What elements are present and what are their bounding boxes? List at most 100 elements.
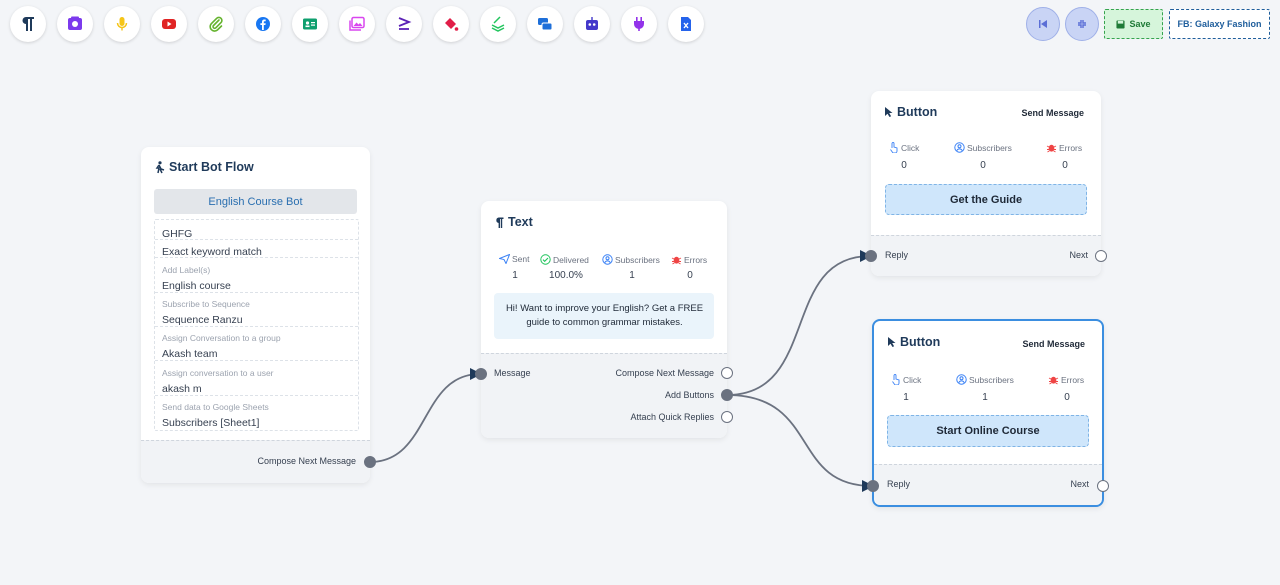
message-input-label: Message: [494, 368, 531, 378]
start-output-handle[interactable]: [364, 456, 376, 468]
subscribers-stat-label: Subscribers: [602, 254, 660, 265]
reply-label: Reply: [887, 479, 911, 489]
microphone-icon[interactable]: [104, 6, 140, 42]
button-node-title: Button: [884, 105, 937, 119]
course-next-handle[interactable]: [1097, 480, 1109, 492]
sequence-field-value: Sequence Ranzu: [162, 314, 243, 326]
button-node-footer: Reply Next: [871, 235, 1101, 276]
user-circle-icon: [954, 142, 965, 153]
get-the-guide-button[interactable]: Get the Guide: [885, 184, 1087, 215]
compose-next-message-label: Compose Next Message: [257, 456, 356, 466]
next-label: Next: [1069, 250, 1088, 260]
user-circle-icon: [956, 374, 967, 385]
click-stat-label: Click: [891, 374, 921, 385]
excel-icon[interactable]: [668, 6, 704, 42]
click-stat-label: Click: [889, 142, 919, 153]
sent-value: 1: [512, 270, 518, 281]
guide-reply-handle[interactable]: [865, 250, 877, 262]
hand-pointer-icon: [892, 374, 900, 385]
bug-icon: [1046, 144, 1057, 153]
paragraph-icon: [496, 217, 504, 228]
send-message-action[interactable]: Send Message: [1021, 108, 1084, 118]
layers-icon[interactable]: [480, 6, 516, 42]
connection-start-to-text: [369, 373, 481, 463]
click-value: 1: [903, 392, 909, 403]
message-bubble[interactable]: Hi! Want to improve your English? Get a …: [494, 293, 714, 339]
sheets-field-value: Subscribers [Sheet1]: [162, 417, 260, 429]
start-node-title: Start Bot Flow: [154, 160, 254, 174]
button-node-title-text: Button: [897, 105, 938, 119]
start-bot-flow-node[interactable]: Start Bot Flow English Course Bot GHFG E…: [141, 147, 370, 483]
youtube-icon[interactable]: [151, 6, 187, 42]
compose-next-message-handle[interactable]: [721, 367, 733, 379]
robot-icon[interactable]: [574, 6, 610, 42]
button-node-get-guide[interactable]: Button Send Message Click Subscribers Er…: [871, 91, 1101, 276]
label-field-value: English course: [162, 280, 231, 292]
chat-icon[interactable]: [527, 6, 563, 42]
add-buttons-handle[interactable]: [721, 389, 733, 401]
walking-person-icon: [155, 160, 165, 173]
cursor-icon: [888, 337, 896, 347]
button-node-title-text: Button: [900, 335, 941, 349]
start-online-course-button[interactable]: Start Online Course: [887, 415, 1089, 447]
delivered-value: 100.0%: [549, 270, 583, 281]
check-circle-icon: [540, 254, 551, 265]
subscribers-stat-label: Subscribers: [954, 142, 1012, 153]
text-input-handle[interactable]: [475, 368, 487, 380]
contact-card-icon[interactable]: [292, 6, 328, 42]
group-field-caption: Assign Conversation to a group: [162, 333, 281, 343]
start-node-footer: Compose Next Message: [141, 440, 370, 483]
compose-next-message-output-label: Compose Next Message: [615, 368, 714, 378]
connection-buttons-to-guide: [726, 255, 871, 396]
match-type-value: Exact keyword match: [162, 246, 262, 258]
greater-equal-icon[interactable]: [386, 6, 422, 42]
add-buttons-output-label: Add Buttons: [664, 390, 714, 400]
guide-next-handle[interactable]: [1095, 250, 1107, 262]
send-message-action[interactable]: Send Message: [1022, 339, 1085, 349]
paperclip-icon[interactable]: [198, 6, 234, 42]
plug-icon[interactable]: [621, 6, 657, 42]
page-selector-button[interactable]: FB: Galaxy Fashion: [1169, 9, 1270, 39]
delivered-stat-label: Delivered: [540, 254, 589, 265]
send-icon: [499, 254, 510, 264]
paint-bucket-icon[interactable]: [433, 6, 469, 42]
save-button[interactable]: Save: [1104, 9, 1163, 39]
errors-stat-label: Errors: [1046, 142, 1082, 153]
group-field-value: Akash team: [162, 348, 218, 360]
first-step-icon[interactable]: [1026, 7, 1060, 41]
course-reply-handle[interactable]: [867, 480, 879, 492]
reply-label: Reply: [885, 250, 909, 260]
sent-stat-label: Sent: [499, 254, 530, 264]
floppy-icon: [1116, 19, 1126, 29]
paragraph-icon[interactable]: [10, 6, 46, 42]
subscribers-stat-label: Subscribers: [956, 374, 1014, 385]
facebook-icon[interactable]: [245, 6, 281, 42]
message-text: Hi! Want to improve your English? Get a …: [505, 303, 704, 328]
user-field-value: akash m: [162, 383, 202, 395]
bug-icon: [671, 256, 682, 265]
attach-quick-replies-handle[interactable]: [721, 411, 733, 423]
button-node-title: Button: [887, 335, 940, 349]
text-node-title: Text: [495, 215, 533, 229]
hand-pointer-icon: [890, 142, 898, 153]
subscribers-value: 0: [980, 160, 986, 171]
errors-value: 0: [687, 270, 693, 281]
button-node-footer: Reply Next: [874, 464, 1102, 505]
subscribers-value: 1: [629, 270, 635, 281]
button-node-start-course[interactable]: Button Send Message Click Subscribers Er…: [872, 319, 1104, 507]
text-message-node[interactable]: Text Sent Delivered Subscribers Errors 1…: [481, 201, 727, 438]
image-gallery-icon[interactable]: [57, 6, 93, 42]
cta-label: Get the Guide: [949, 193, 1023, 206]
errors-stat-label: Errors: [671, 254, 707, 265]
start-node-fields: GHFG Exact keyword match Add Label(s) En…: [154, 219, 359, 431]
image-icon[interactable]: [339, 6, 375, 42]
save-label: Save: [1129, 19, 1151, 29]
page-label: FB: Galaxy Fashion: [1177, 19, 1262, 29]
errors-value: 0: [1064, 392, 1070, 403]
collapse-icon[interactable]: [1065, 7, 1099, 41]
cursor-icon: [885, 107, 893, 117]
bot-name-text: English Course Bot: [208, 195, 303, 208]
next-label: Next: [1070, 479, 1089, 489]
bot-name-field[interactable]: English Course Bot: [154, 189, 357, 214]
attach-quick-replies-output-label: Attach Quick Replies: [630, 412, 714, 422]
